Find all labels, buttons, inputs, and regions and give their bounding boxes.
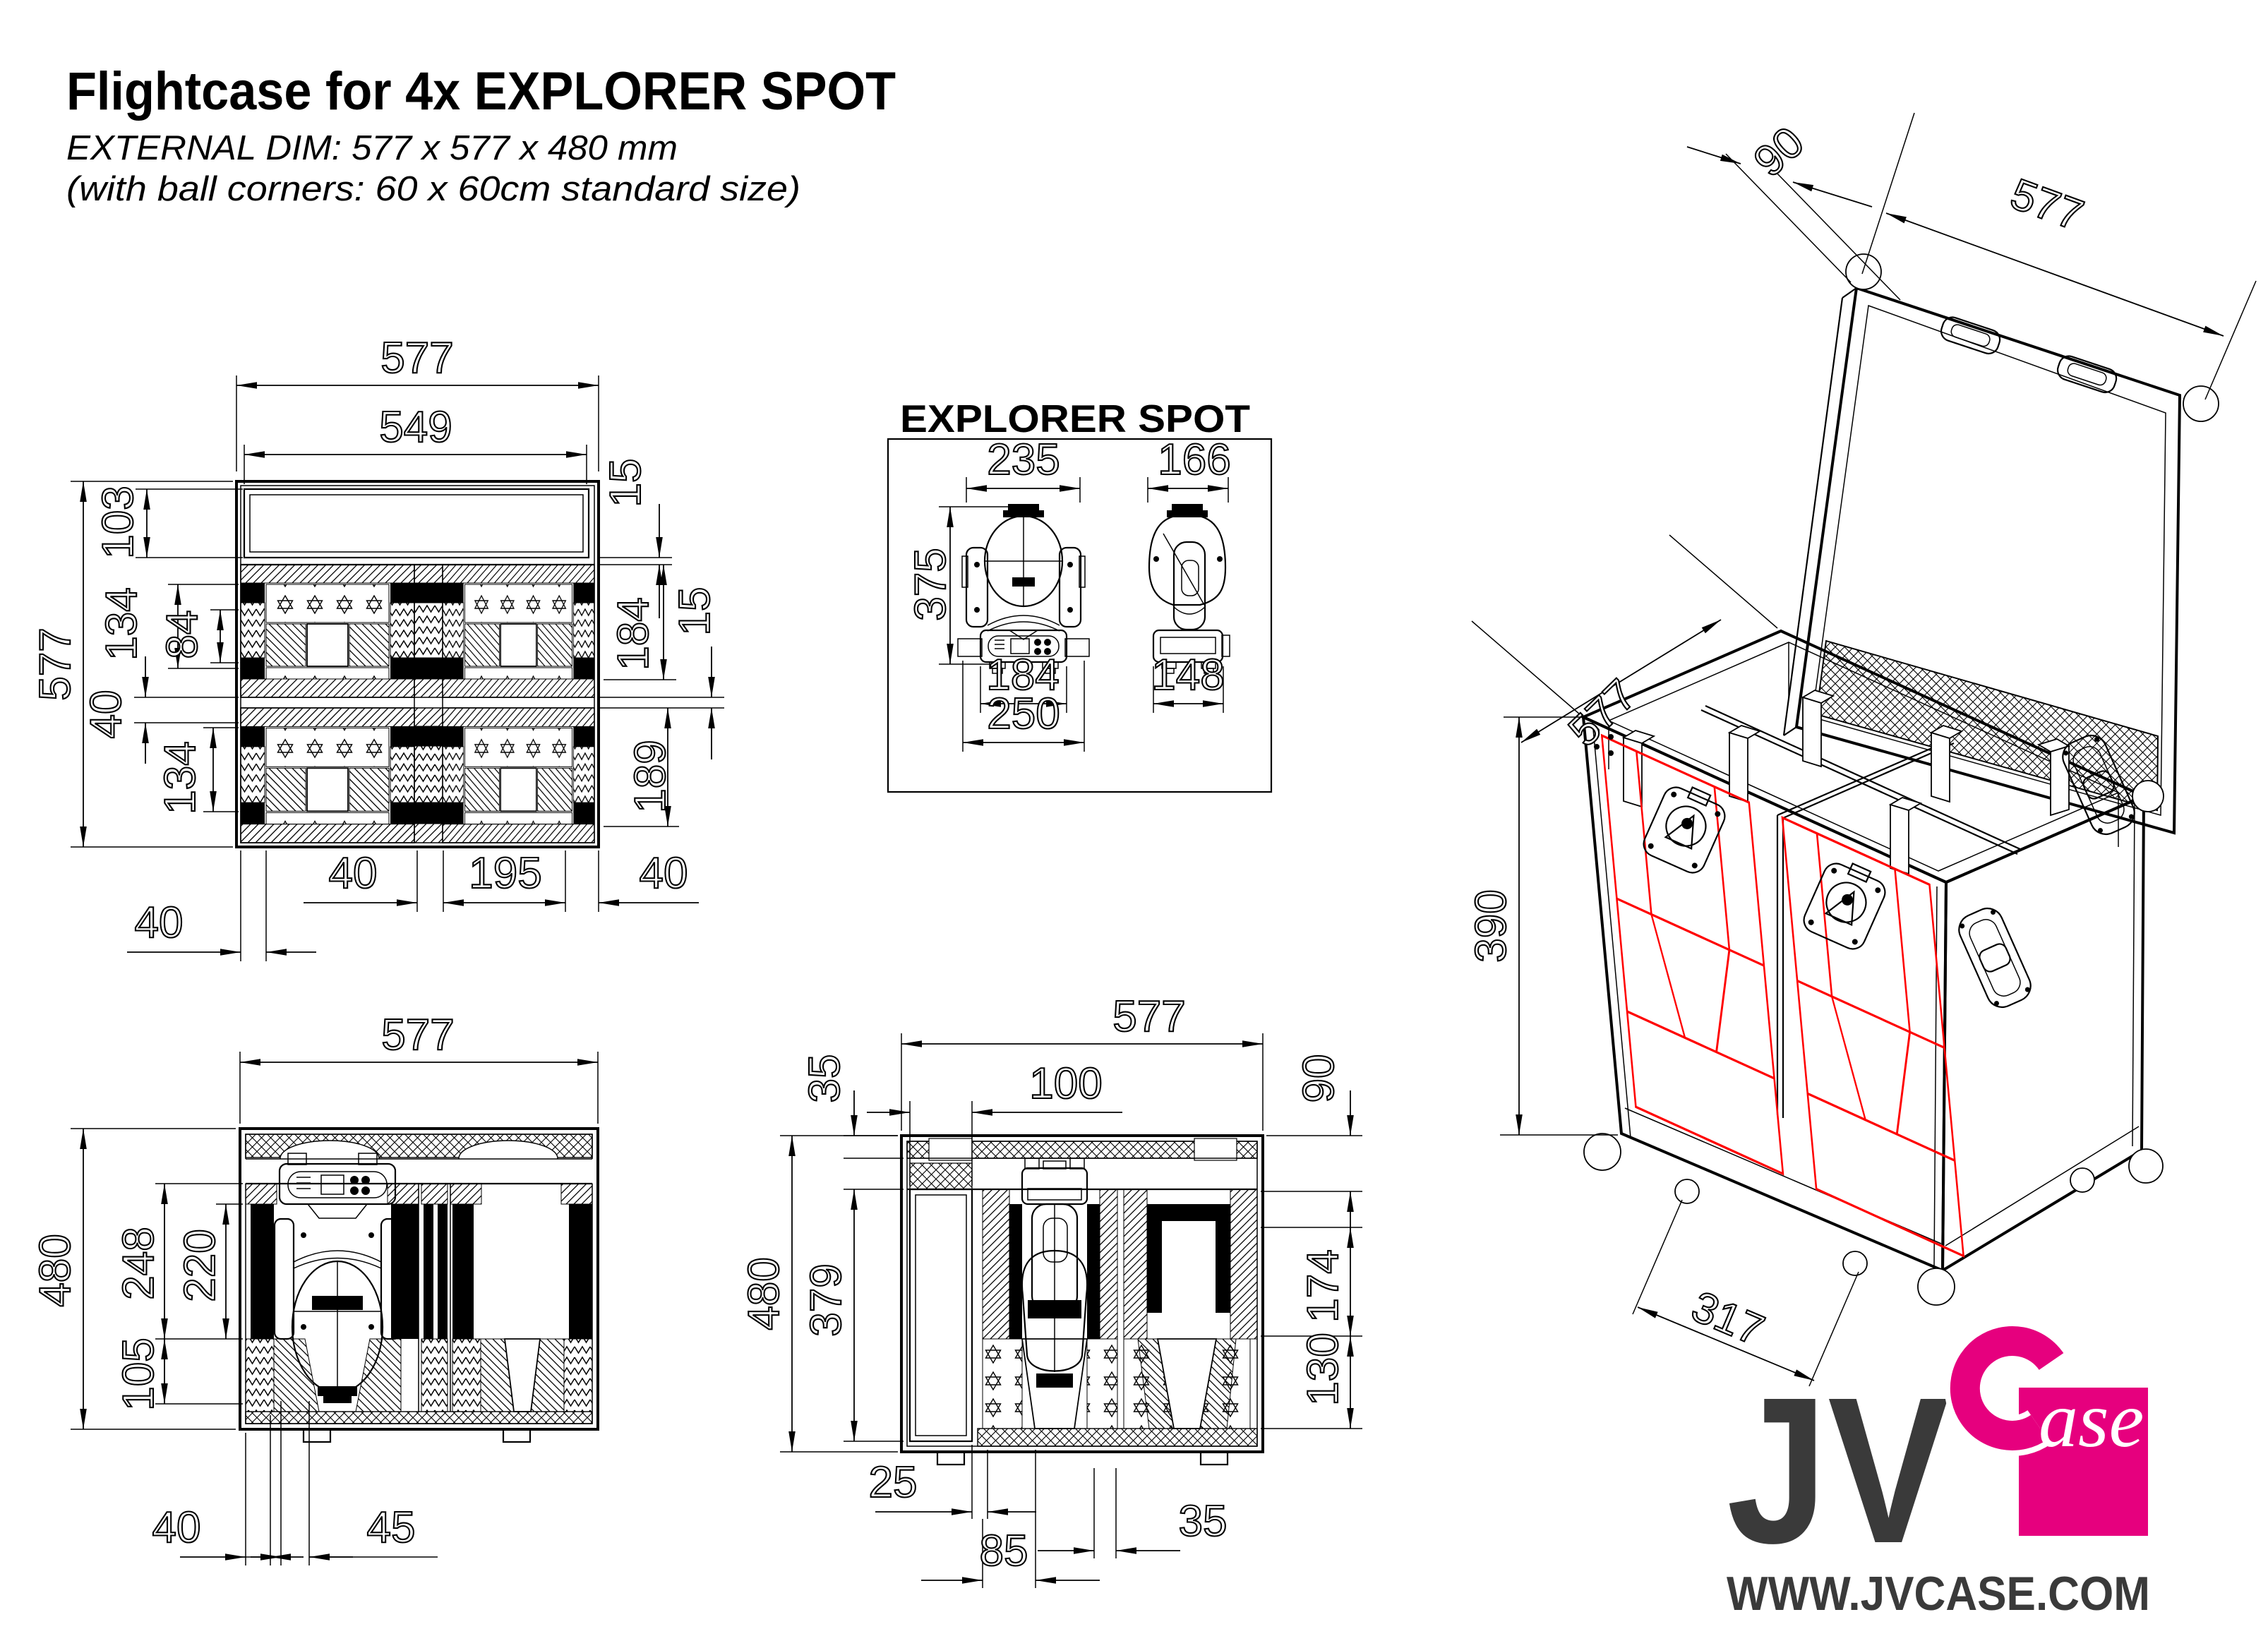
top-view: 577 549 15 184 15 189 103 134 84 (30, 333, 724, 961)
side-view-dimensions: 577 35 100 90 480 379 174 130 (739, 992, 1362, 1588)
logo-square (2019, 1388, 2148, 1536)
dim-top-134b: 134 (156, 741, 205, 814)
dim-explorer-184: 184 (986, 651, 1059, 699)
dim-front-45: 45 (367, 1503, 416, 1552)
iso-handle-2 (1958, 907, 2032, 1009)
dim-explorer-235: 235 (987, 435, 1060, 484)
front-view: 577 480 248 220 105 40 45 (30, 1010, 599, 1565)
dim-top-577-left: 577 (31, 627, 80, 700)
top-view-dimensions: 577 549 15 184 15 189 103 134 84 (30, 333, 724, 961)
iso-handle-1 (2062, 734, 2135, 836)
dim-front-105: 105 (114, 1338, 163, 1410)
dim-side-100: 100 (1029, 1059, 1102, 1108)
dim-side-25: 25 (869, 1458, 918, 1507)
dim-top-40-bl: 40 (135, 898, 184, 947)
dim-explorer-148: 148 (1151, 651, 1224, 699)
logo-ase: ase (2039, 1376, 2144, 1464)
dim-iso-577-width: 577 (2004, 169, 2089, 240)
dim-side-35b: 35 (1179, 1497, 1228, 1546)
dim-side-480: 480 (740, 1257, 788, 1330)
dim-side-174: 174 (1299, 1249, 1348, 1322)
iso-latch-2 (1803, 862, 1886, 950)
dim-top-189: 189 (626, 740, 675, 812)
dim-top-134a: 134 (97, 587, 146, 660)
dim-top-84: 84 (158, 611, 207, 659)
dim-front-480: 480 (31, 1234, 80, 1306)
dim-iso-317: 317 (1685, 1282, 1771, 1355)
subtitle-ball-corners: (with ball corners: 60 x 60cm standard s… (66, 170, 800, 208)
logo-website: WWW.JVCASE.COM (1727, 1567, 2150, 1621)
dim-top-40-b2: 40 (640, 849, 688, 898)
dim-top-577: 577 (380, 334, 453, 383)
dim-top-103: 103 (94, 486, 143, 558)
dim-front-40: 40 (152, 1503, 201, 1552)
side-view-fixture (1021, 1158, 1088, 1388)
dim-iso-90: 90 (1745, 118, 1813, 186)
explorer-spot-title: EXPLORER SPOT (900, 397, 1250, 440)
dim-top-549: 549 (379, 403, 452, 452)
dim-front-577: 577 (381, 1011, 454, 1059)
dim-front-220: 220 (176, 1229, 224, 1302)
dim-front-248: 248 (114, 1227, 163, 1299)
jvcase-logo: JV ase WWW.JVCASE.COM (1727, 1321, 2150, 1621)
dim-top-15b: 15 (671, 587, 719, 636)
dim-top-184: 184 (609, 597, 658, 670)
dim-top-40-b1: 40 (329, 849, 378, 898)
iso-latch-1 (1643, 786, 1726, 874)
explorer-side-view: 166 148 (1147, 435, 1232, 713)
front-view-fixture (273, 1153, 402, 1403)
explorer-spot-panel: EXPLORER SPOT 235 375 (887, 397, 1273, 793)
dim-explorer-375: 375 (906, 548, 955, 620)
dim-explorer-250: 250 (987, 690, 1060, 738)
dim-iso-390: 390 (1467, 889, 1516, 962)
dim-explorer-166: 166 (1158, 435, 1230, 484)
dim-side-85: 85 (980, 1527, 1028, 1575)
dim-top-195: 195 (469, 849, 541, 898)
dim-top-40-left: 40 (82, 690, 131, 739)
top-view-divider-vertical (414, 564, 443, 843)
dim-side-379: 379 (802, 1263, 851, 1336)
explorer-front-view: 235 375 184 (906, 435, 1090, 752)
subtitle-dimensions: EXTERNAL DIM: 577 x 577 x 480 mm (66, 129, 678, 167)
dim-top-15a: 15 (601, 459, 650, 507)
logo-jv: JV (1727, 1354, 1950, 1587)
title-block: Flightcase for 4x EXPLORER SPOT EXTERNAL… (66, 61, 896, 208)
page-title: Flightcase for 4x EXPLORER SPOT (66, 61, 896, 121)
logo-c (1950, 1326, 2064, 1450)
dim-side-130: 130 (1299, 1333, 1348, 1405)
dim-side-35t: 35 (800, 1054, 849, 1103)
dim-side-577: 577 (1112, 992, 1185, 1041)
dim-side-90: 90 (1295, 1054, 1343, 1103)
side-view: 577 35 100 90 480 379 174 130 (739, 992, 1362, 1588)
front-view-dimensions: 577 480 248 220 105 40 45 (30, 1010, 599, 1565)
